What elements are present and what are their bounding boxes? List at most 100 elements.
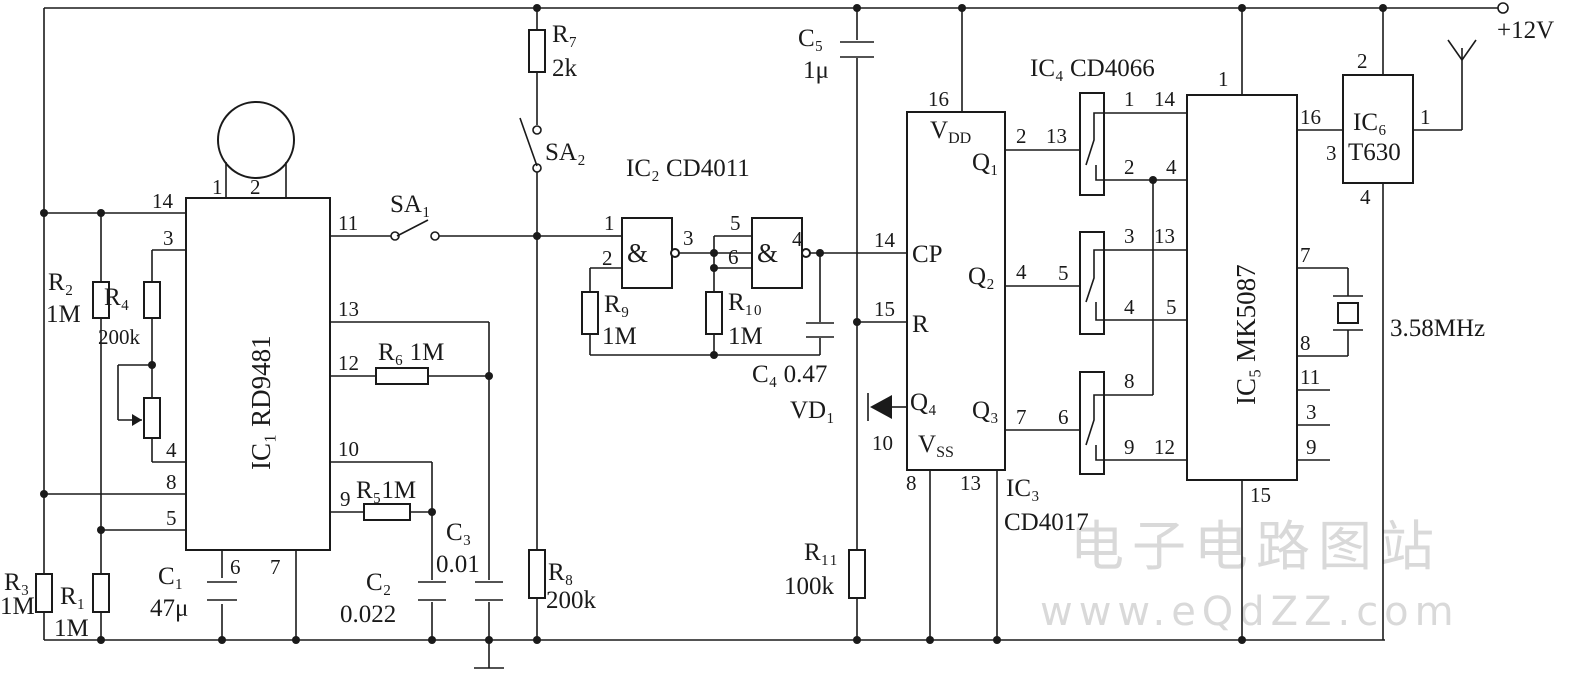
diode-vd1 (870, 395, 892, 419)
ic3-pin-10: 10 (872, 431, 893, 455)
ic3-part: CD4017 (1004, 509, 1089, 536)
ic5-pin-8: 8 (1300, 331, 1311, 355)
crystal-label: 3.58MHz (1390, 315, 1485, 342)
resistor-r5 (363, 503, 411, 521)
r3-label: R₃ (4, 569, 29, 596)
ic1-pin-6: 6 (230, 555, 241, 579)
r7-label: R₇ (552, 21, 577, 48)
resistor-r7 (528, 29, 546, 73)
ic2-pin-1: 1 (604, 211, 615, 235)
ic2-pin-2: 2 (602, 246, 613, 270)
ic1-body (185, 197, 331, 551)
r1-label: R₁ (60, 583, 85, 610)
watermark-cn: 电子电路图站 (1070, 515, 1442, 578)
ic4-pin-13b: 13 (1154, 224, 1175, 248)
r10-value: 1M (728, 323, 763, 350)
ic5-pin-1: 1 (1218, 67, 1229, 91)
ic1-name: IC₁ RD9481 (246, 335, 276, 470)
ic3-pin-15: 15 (874, 297, 895, 321)
ic1-pin-14: 14 (152, 189, 174, 213)
ic3-body (906, 111, 1006, 471)
ic3-pin-7: 7 (1016, 405, 1027, 429)
ic5-name: IC₅ MK5087 (1231, 264, 1261, 405)
switch-sa2 (532, 125, 542, 135)
ic3-pin-8: 8 (906, 471, 917, 495)
ic5-pin-7: 7 (1300, 243, 1311, 267)
ic4-pin-9: 9 (1124, 435, 1135, 459)
r8-value: 200k (546, 587, 597, 614)
resistor-r1 (92, 573, 110, 613)
ic1-pin-1: 1 (212, 175, 223, 199)
ic5-pin-15: 15 (1250, 483, 1271, 507)
ic1-pin-4: 4 (166, 438, 177, 462)
ic6-pin-3: 3 (1326, 141, 1337, 165)
r9-label: R₉ (604, 291, 629, 318)
ic3-pin-16: 16 (928, 87, 949, 111)
ic2-pin-6: 6 (728, 245, 739, 269)
ic4-pin-14: 14 (1154, 87, 1176, 111)
ic6-pin-1: 1 (1420, 105, 1431, 129)
supply-label: +12V (1497, 17, 1554, 44)
ic1-pin-7: 7 (270, 555, 281, 579)
ic4-pin-1: 1 (1124, 87, 1135, 111)
resistor-r2 (92, 281, 110, 319)
resistor-r8 (528, 549, 546, 599)
resistor-r4 (143, 281, 161, 319)
ic1-pin-11: 11 (338, 211, 358, 235)
ic3-q4: Q₄ (910, 389, 937, 416)
ic1-pin-8: 8 (166, 470, 177, 494)
supply-terminal (1497, 2, 1509, 14)
r9-value: 1M (602, 323, 637, 350)
ic2-gate-b-symbol: & (757, 238, 778, 268)
r2-value: 1M (46, 301, 81, 328)
ic4-pin-5a: 5 (1058, 261, 1069, 285)
resistor-r9 (581, 291, 599, 335)
r7-value: 2k (552, 55, 578, 82)
ic1-pin-12: 12 (338, 351, 359, 375)
ic3-r: R (912, 311, 929, 338)
resistor-r10 (705, 291, 723, 335)
ic2-gate-a-symbol: & (627, 238, 648, 268)
ic4-name: IC₄ CD4066 (1030, 55, 1155, 82)
ic2-pin-5: 5 (730, 211, 741, 235)
sa1-label: SA₁ (390, 191, 431, 218)
ic4-pin-13a: 13 (1046, 124, 1067, 148)
ic4-pin-5b: 5 (1166, 295, 1177, 319)
ic3-q2: Q₂ (968, 263, 995, 290)
ic3-name: IC₃ (1006, 475, 1040, 502)
ic4-pin-12: 12 (1154, 435, 1175, 459)
ic2-name: IC₂ CD4011 (626, 155, 750, 182)
r3-value: 1M (0, 593, 35, 620)
c1-value: 47μ (150, 595, 188, 622)
ic6-part: T630 (1348, 139, 1401, 166)
ic3-pin-14: 14 (874, 228, 896, 252)
ic5-pin-9: 9 (1306, 435, 1317, 459)
c3-value: 0.01 (436, 551, 480, 578)
ic5-pin-16: 16 (1300, 105, 1321, 129)
ic4-pin-8: 8 (1124, 369, 1135, 393)
ic2-pin-3: 3 (683, 226, 694, 250)
ic3-q1: Q₁ (972, 149, 999, 176)
r11-label: R₁₁ (804, 539, 838, 566)
c2-value: 0.022 (340, 601, 396, 628)
c4-label: C₄ 0.47 (752, 361, 827, 388)
r11-value: 100k (784, 573, 835, 600)
c5-label: C₅ (798, 25, 823, 52)
ic3-pin-4: 4 (1016, 260, 1027, 284)
c3-label: C₃ (446, 519, 471, 546)
ic5-pin-3: 3 (1306, 400, 1317, 424)
ic4-pin-4b: 4 (1124, 295, 1135, 319)
sa2-label: SA₂ (545, 139, 586, 166)
c5-value: 1μ (803, 57, 829, 84)
potentiometer-r4 (143, 397, 161, 439)
ic-bodies (185, 74, 1414, 551)
ic4-pin-4a: 4 (1166, 155, 1177, 179)
ic4-pin-2: 2 (1124, 155, 1135, 179)
ic5-pin-11: 11 (1300, 365, 1320, 389)
ic2-gate-b (751, 217, 803, 289)
r5-label: R₅1M (356, 477, 416, 504)
ic1-pin-2: 2 (250, 175, 261, 199)
